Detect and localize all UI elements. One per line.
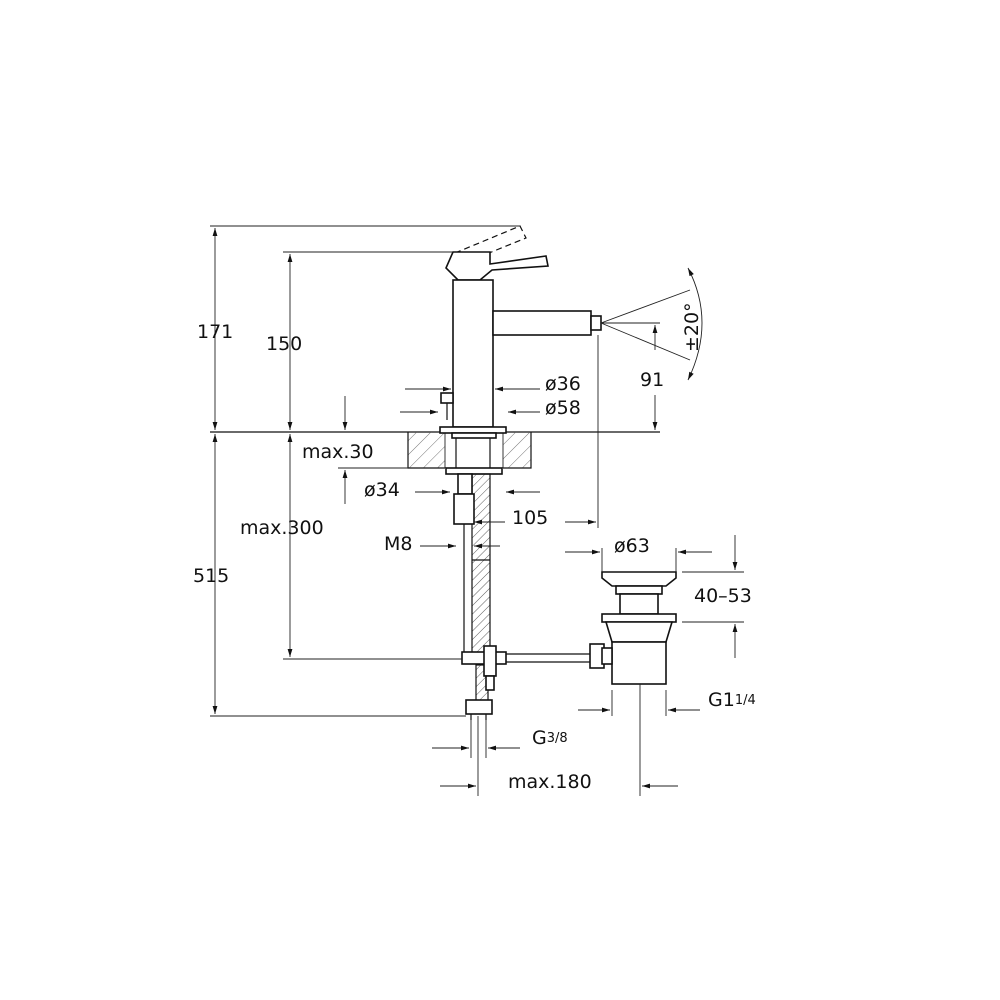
waste-drain	[589, 571, 677, 685]
label-spout-height: 150	[266, 333, 302, 355]
label-max-hose-length: max.300	[240, 517, 324, 539]
label-max-rod-distance: max.180	[508, 771, 592, 793]
label-base-diameter: ø58	[545, 397, 581, 419]
label-body-diameter: ø36	[545, 373, 581, 395]
countertop	[210, 431, 660, 469]
faucet-body	[439, 225, 602, 475]
label-spout-outlet-height: 91	[640, 369, 664, 391]
label-waste-diameter: ø63	[614, 535, 650, 557]
label-waste-thread: G11/4	[708, 689, 756, 711]
label-inlet-thread: G3/8	[532, 727, 568, 749]
label-hole-diameter: ø34	[364, 479, 400, 501]
dimension-labels: 171 150 ±20° 91 ø36 ø58 max.30 ø34 105 m…	[193, 302, 756, 793]
dimension-lines	[212, 228, 738, 789]
supply-hoses	[453, 473, 592, 720]
label-hose-length: 515	[193, 565, 229, 587]
label-stud-thread: M8	[384, 533, 412, 555]
label-waste-height-range: 40–53	[694, 585, 752, 607]
label-max-deck-thickness: max.30	[302, 441, 374, 463]
label-total-height: 171	[197, 321, 233, 343]
label-angle: ±20°	[681, 302, 703, 352]
label-spout-projection: 105	[512, 507, 548, 529]
extension-lines	[210, 225, 744, 796]
